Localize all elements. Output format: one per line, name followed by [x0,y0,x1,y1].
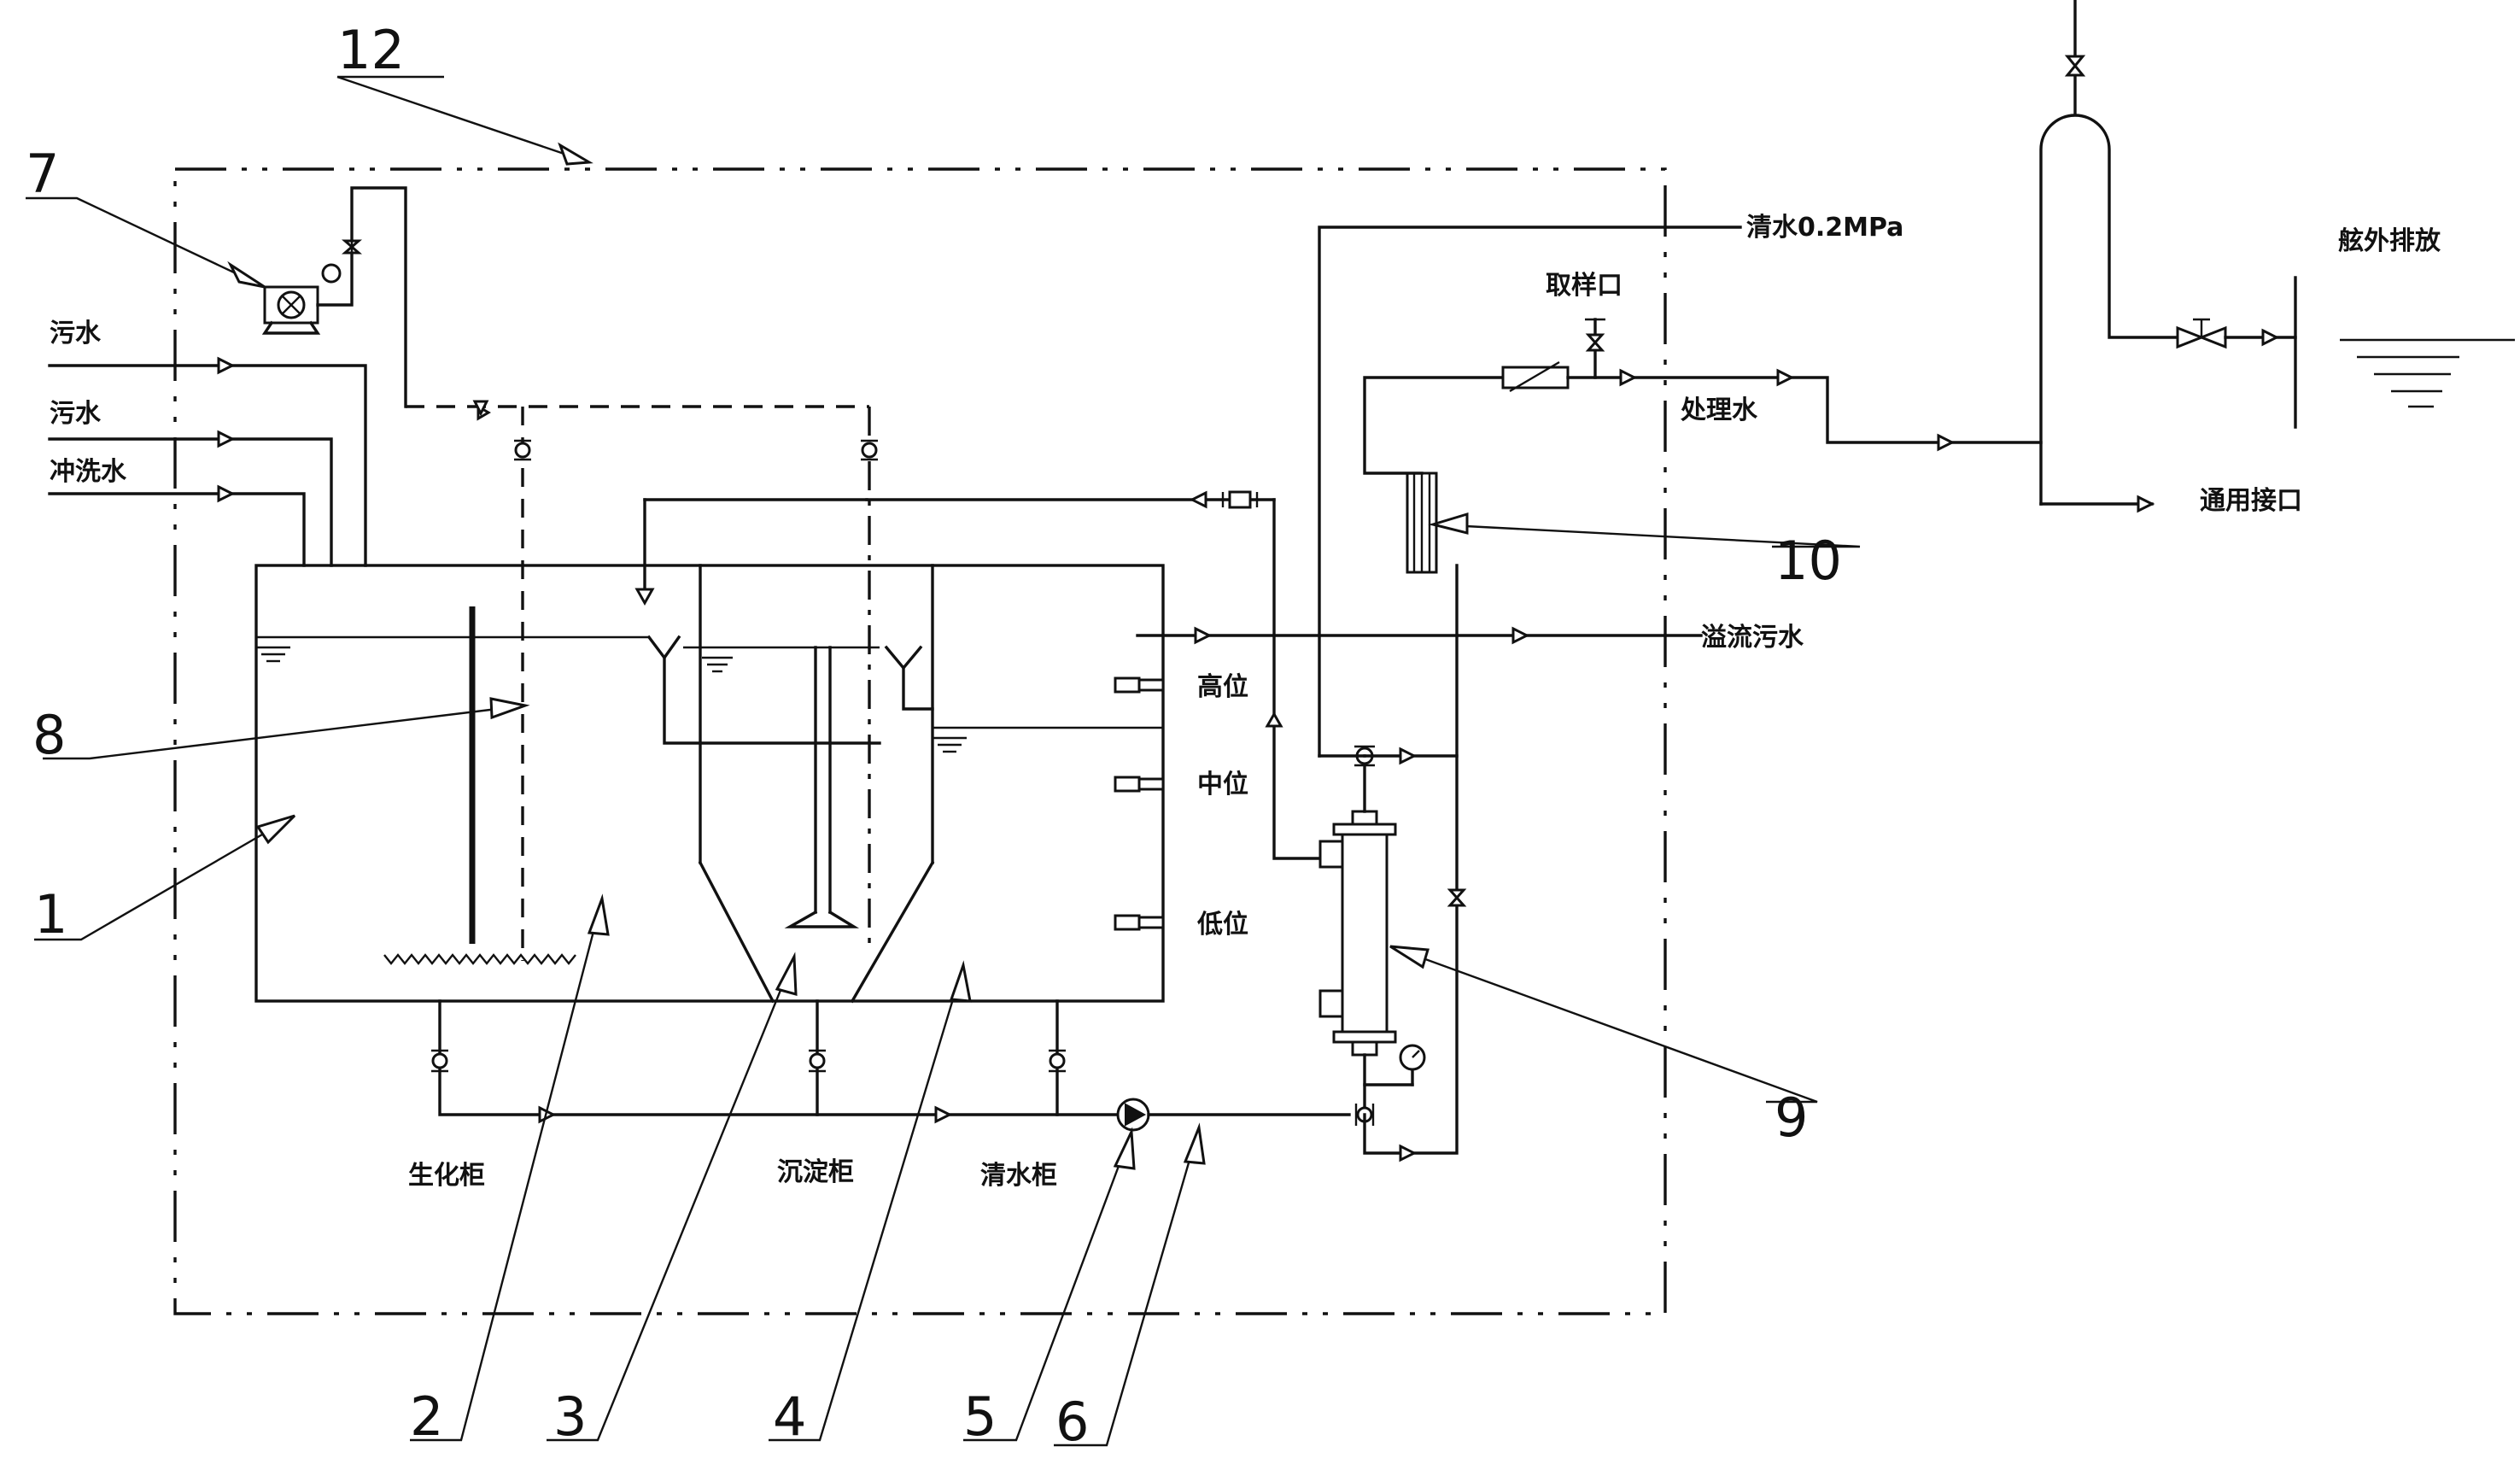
air-valve [514,439,531,461]
sampling-valve [1585,318,1605,379]
water-level-symbol [256,646,290,663]
drain-valve [809,1049,826,1073]
level-middle-label: 中位 [1197,770,1248,799]
treatment-column [1318,754,1397,1116]
callout-5: 5 [963,1385,997,1448]
callout-leaders [26,75,1861,1447]
water-level-symbol [702,656,733,673]
air-blower [261,263,342,335]
level-switch-low [1114,914,1165,931]
clean-water-pressure-label: 清水0.2MPa [1746,213,1903,243]
callout-8: 8 [32,704,66,766]
flow-meter [1501,360,1570,393]
level-high-label: 高位 [1197,672,1248,702]
pressure-gauge [1399,1044,1426,1086]
callout-12: 12 [337,19,405,81]
water-level-symbol [933,736,967,753]
level-switch-middle [1114,776,1165,793]
air-valve [861,439,878,461]
callout-1: 1 [34,883,67,946]
inlet-sewage-label-2: 污水 [50,399,102,429]
treated-water-label: 处理水 [1680,395,1758,425]
callout-9: 9 [1775,1086,1808,1149]
level-low-label: 低位 [1196,910,1248,940]
callout-6: 6 [1055,1391,1089,1453]
aerator-diffuser [383,953,576,965]
center-pipe [784,646,860,928]
uv-sterilizer [1406,471,1438,574]
vent-valve [2064,55,2086,77]
discharge-pump [1116,1098,1150,1132]
universal-connection-label: 通用接口 [2200,486,2302,516]
callout-7: 7 [26,143,59,205]
main-tank [254,564,1165,1004]
sea-surface [2340,338,2515,408]
level-switch-high [1114,676,1165,694]
sedimentation-tank-label: 沉淀柜 [777,1157,854,1187]
inlet-sewage-label-1: 污水 [50,319,102,348]
inlet-flush-water-label: 冲洗水 [50,457,127,487]
overboard-valve [2176,318,2227,349]
callout-10: 10 [1775,530,1842,592]
sampling-port-label: 取样口 [1546,271,1623,301]
callout-2: 2 [410,1385,443,1448]
overboard-discharge-label: 舷外排放 [2338,226,2441,256]
drain-valve [1049,1049,1066,1073]
overflow-sewage-label: 溢流污水 [1701,623,1804,653]
clear-water-tank-label: 清水柜 [980,1161,1057,1191]
air-valve [342,231,362,265]
equipment-boundary [173,167,1667,1315]
drain-valve [431,1049,448,1073]
callout-4: 4 [773,1385,806,1448]
callout-3: 3 [553,1385,587,1448]
biochemical-tank-label: 生化柜 [408,1161,485,1191]
discharge-standpipe [2039,114,2179,506]
bypass-valve [1447,888,1467,907]
